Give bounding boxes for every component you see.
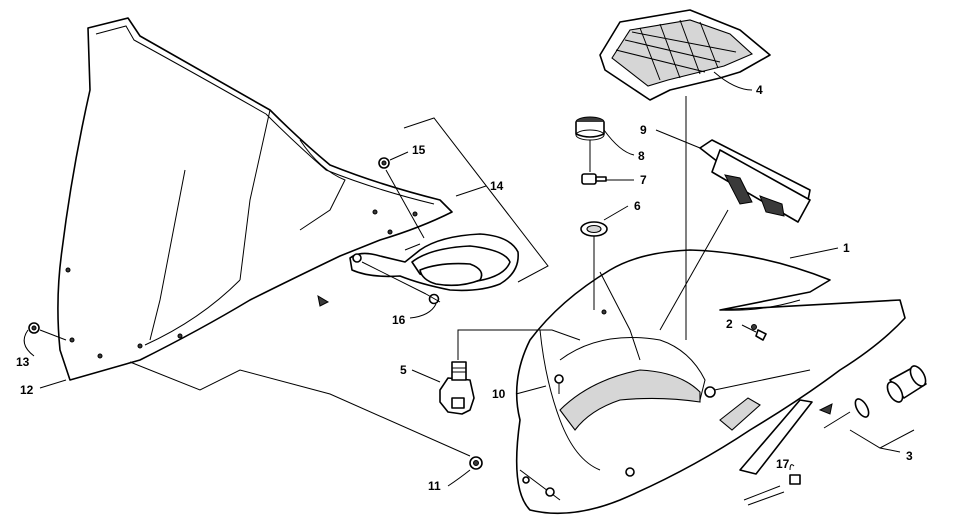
callout-13: 13 — [16, 355, 30, 369]
clip-17 — [743, 474, 801, 506]
net-tray-4 — [599, 9, 771, 101]
ring-6 — [580, 221, 608, 237]
callout-1: 1 — [843, 241, 850, 255]
cap-8 — [575, 116, 605, 141]
callout-17: 17 — [776, 457, 790, 471]
callout-14: 14 — [490, 179, 504, 193]
switch-5 — [439, 361, 475, 415]
callout-16: 16 — [392, 313, 406, 327]
callout-labels: 1 2 3 4 5 6 7 8 9 10 11 12 13 14 15 16 1… — [16, 83, 913, 493]
callout-9: 9 — [640, 123, 647, 137]
nut-11 — [469, 456, 483, 470]
screw-2 — [755, 329, 767, 341]
callout-4: 4 — [756, 83, 763, 97]
screw-10 — [554, 374, 564, 394]
mirror-assembly — [349, 233, 519, 292]
callout-5: 5 — [400, 363, 407, 377]
screw-15 — [378, 157, 390, 169]
screw-16 — [425, 293, 441, 305]
side-strip — [739, 399, 813, 475]
callout-7: 7 — [640, 173, 647, 187]
callout-11: 11 — [428, 479, 441, 493]
windshield — [57, 17, 453, 381]
callout-2: 2 — [726, 317, 733, 331]
socket-3 — [854, 365, 927, 418]
callout-10: 10 — [492, 387, 506, 401]
callout-6: 6 — [634, 199, 641, 213]
key-7 — [581, 173, 607, 185]
callout-8: 8 — [638, 149, 645, 163]
leader-lines — [23, 71, 915, 487]
callout-15: 15 — [412, 143, 426, 157]
hood — [515, 249, 906, 515]
callout-3: 3 — [906, 449, 913, 463]
fastener-13 — [28, 322, 40, 334]
box-9 — [699, 139, 811, 223]
callout-12: 12 — [20, 383, 34, 397]
